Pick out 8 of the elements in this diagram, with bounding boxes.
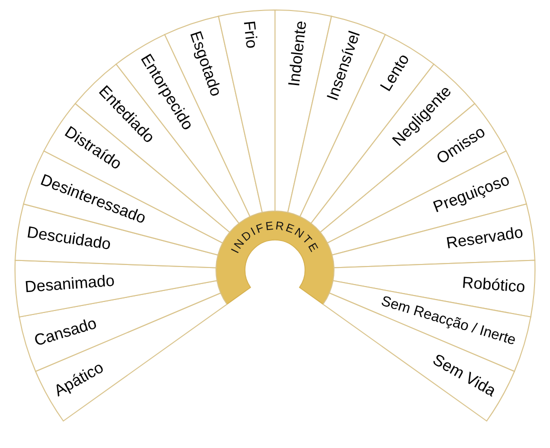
word-label: Frio	[238, 20, 260, 49]
word-label: Desanimado	[24, 272, 115, 297]
word-label: Cansado	[32, 315, 98, 350]
word-label: Indolente	[286, 20, 312, 87]
word-label: Descuidado	[25, 224, 112, 254]
word-label: Reservado	[445, 224, 525, 254]
word-label: Robótico	[462, 274, 526, 297]
word-label: Sem Vida	[429, 351, 498, 400]
